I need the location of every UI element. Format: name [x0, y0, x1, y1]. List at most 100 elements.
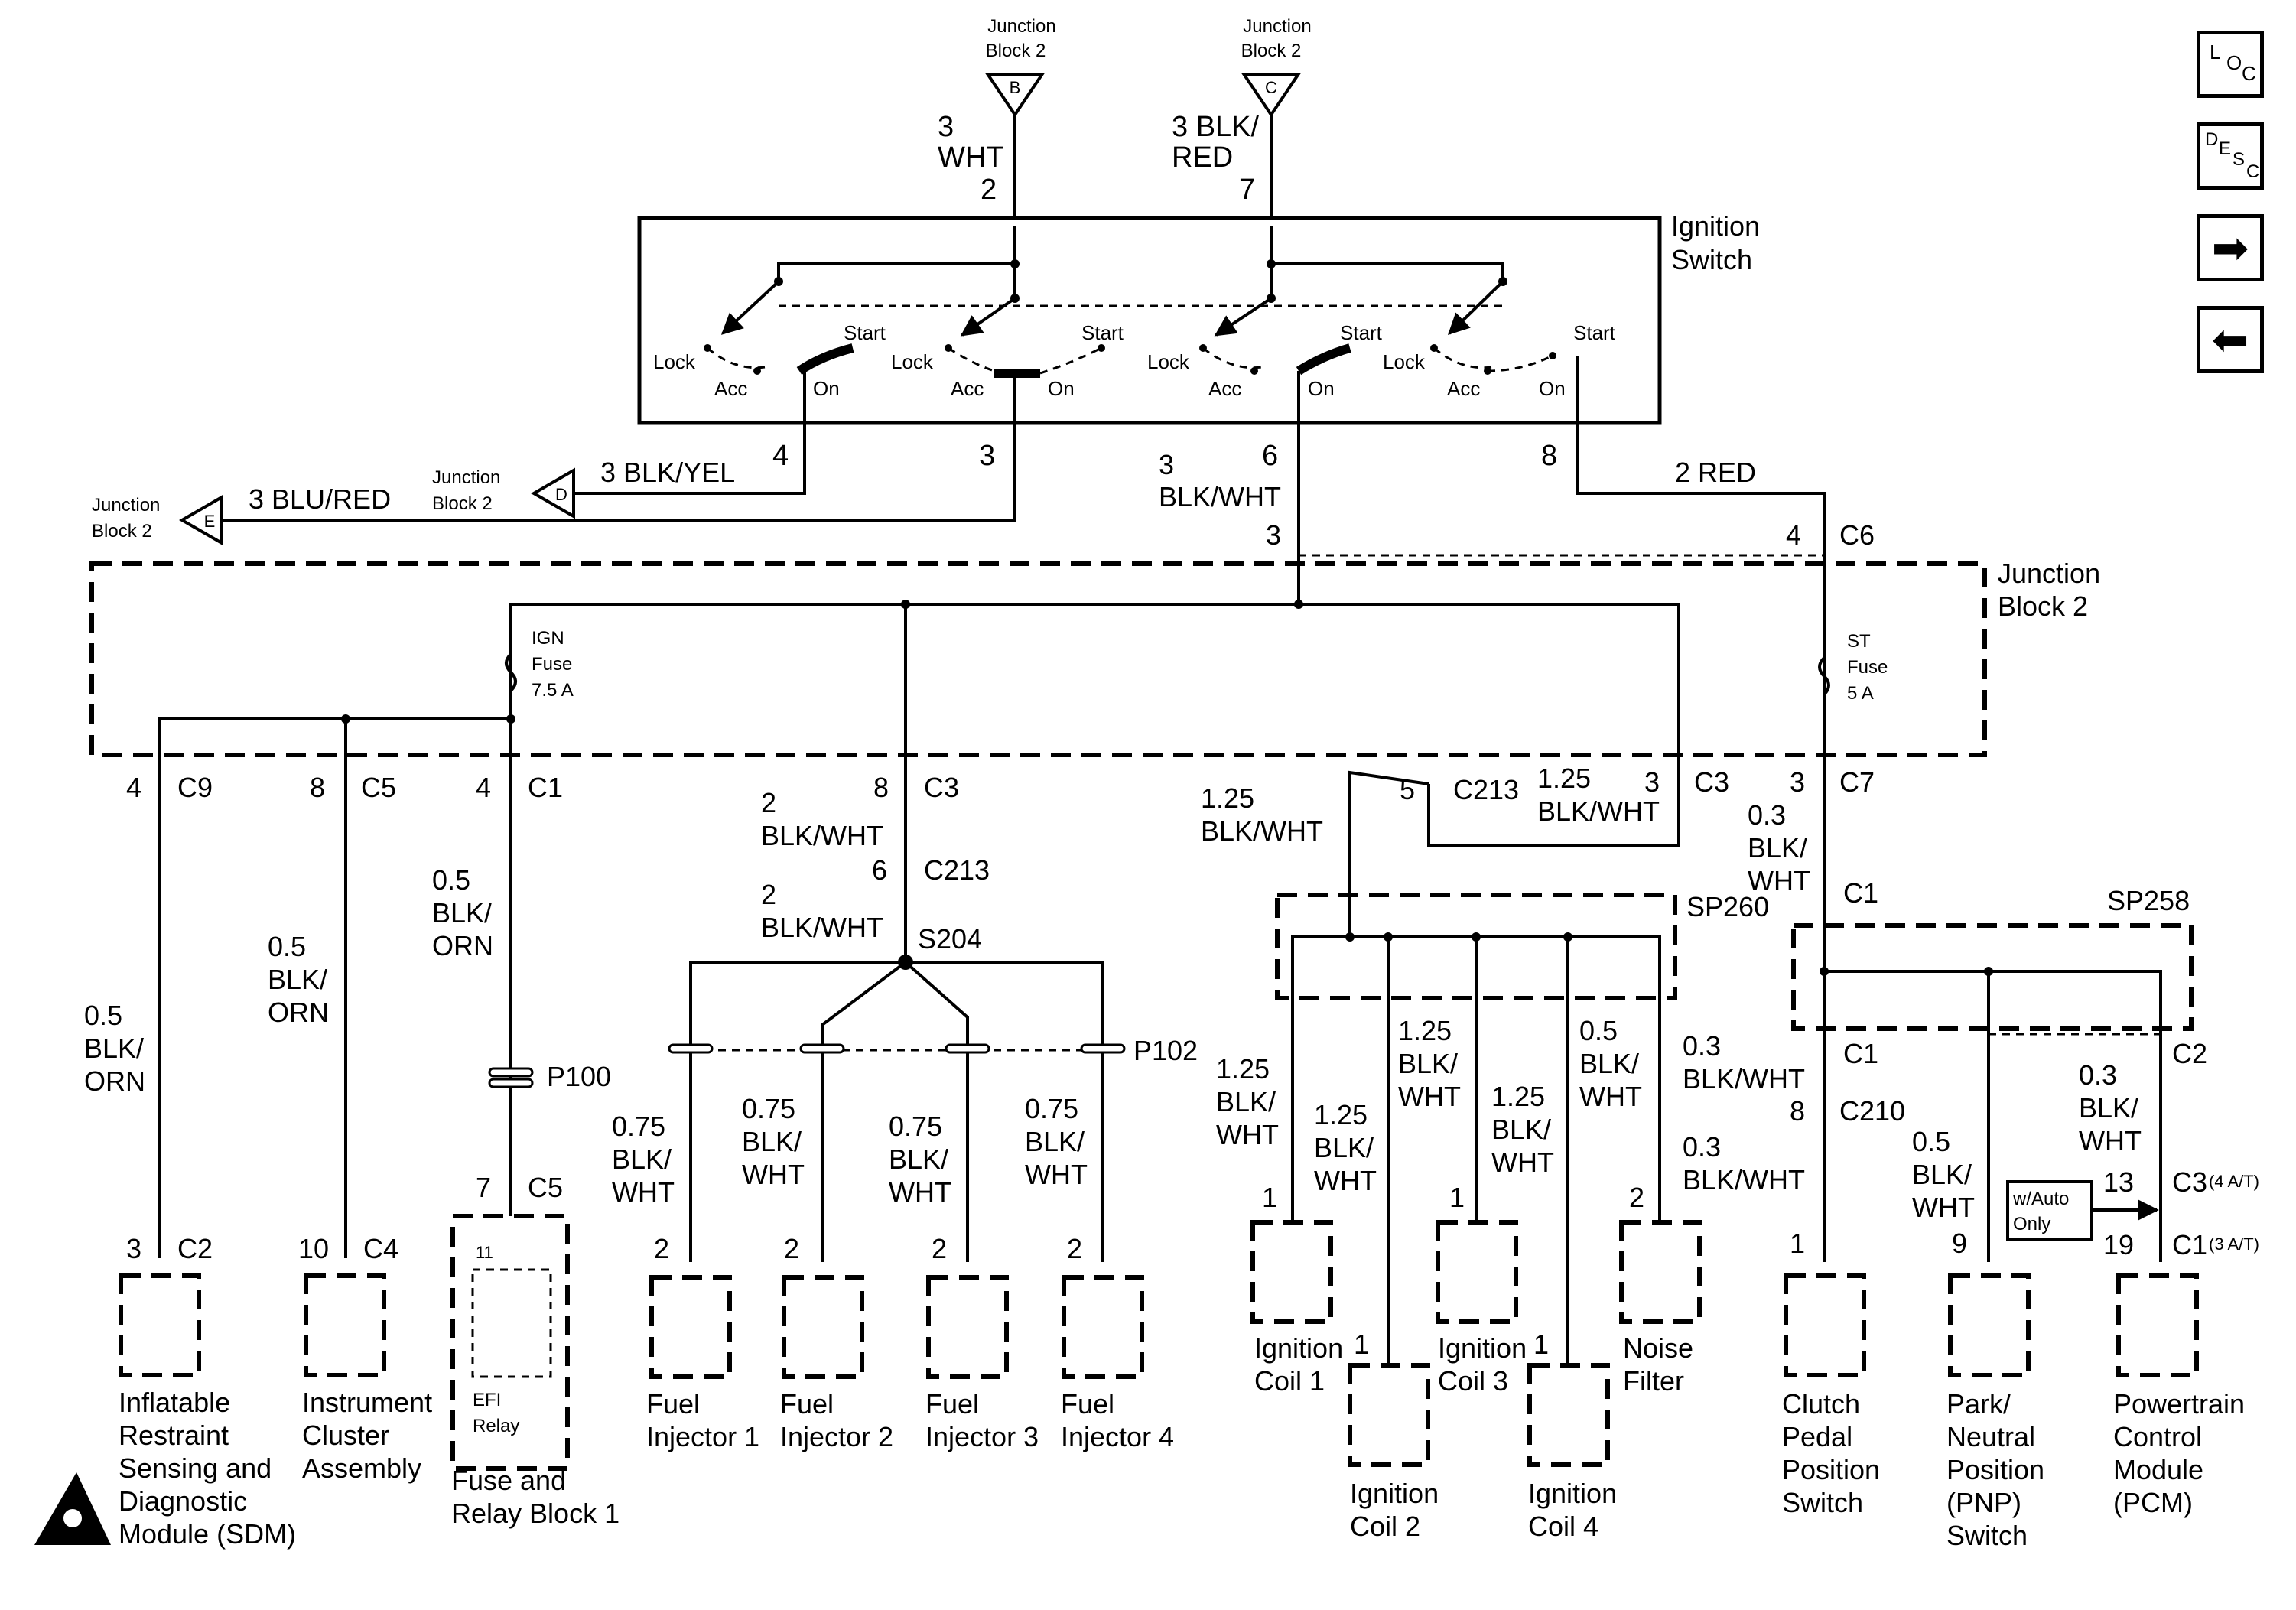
arrow-left-icon: ⬅ [2211, 315, 2249, 365]
label-labels-pin_1: 1 [1790, 1228, 1805, 1259]
label-components-coil1-0: Ignition [1254, 1332, 1343, 1364]
junction-conn-c: Junction Block 2 C [1241, 16, 1312, 118]
label-labels-pin_4: 4 [126, 772, 141, 803]
ignition-coil-3 [1436, 1220, 1518, 1324]
label-components-inj3-0: Fuel [925, 1388, 979, 1420]
label-labels-red_2: 2 RED [1675, 457, 1756, 488]
label-labels-pin_19: 19 [2103, 1229, 2134, 1260]
label-components-sdm-1: Restraint [119, 1420, 229, 1451]
label-labels-blk_: BLK/ [1398, 1048, 1458, 1079]
next-page-button[interactable]: ➡ [2197, 214, 2264, 281]
label-labels-blk_wht: BLK/WHT [1683, 1063, 1805, 1094]
description-button[interactable]: D E S C [2197, 122, 2264, 190]
label-labels-orn: ORN [432, 930, 493, 961]
label-labels-blk_wht: BLK/WHT [1201, 815, 1323, 847]
label-labels-orn: ORN [84, 1065, 145, 1097]
label-labels-st_fuse_2: Fuse [1847, 657, 1888, 678]
label-labels-blk_wht: BLK/WHT [761, 912, 883, 943]
splice-pack-sp260 [1275, 893, 1677, 1000]
label-labels-c210: C210 [1839, 1095, 1905, 1127]
label-labels-jb2b: Block 2 [1241, 41, 1302, 61]
label-labels-w2: 2 [761, 879, 776, 910]
label-labels-blk_: BLK/ [1314, 1132, 1374, 1163]
label-labels-pin_2: 2 [981, 174, 997, 206]
label-labels-jb2_title_1: Junction [1998, 558, 2100, 589]
loc-letter-l: L [2210, 41, 2221, 63]
label-labels-wht2: WHT [1398, 1081, 1461, 1112]
label-components-inj2-1: Injector 2 [780, 1421, 893, 1452]
label-labels-w03: 0.3 [1683, 1030, 1721, 1062]
label-labels-blk_: BLK/ [2079, 1092, 2138, 1124]
arrow-right-icon: ➡ [2211, 223, 2249, 273]
label-components-inj4-1: Injector 4 [1061, 1421, 1174, 1452]
label-labels-jb2: Junction [987, 16, 1055, 37]
label-labels-w075: 0.75 [742, 1093, 795, 1124]
ignition-coil-1 [1250, 1220, 1333, 1324]
label-labels-start: Start [1340, 321, 1383, 344]
label-labels-blk_: BLK/ [1912, 1159, 1972, 1190]
label-components-coil2-0: Ignition [1350, 1478, 1439, 1509]
label-components-pnp-2: Position [1946, 1454, 2044, 1485]
label-components-clutch-0: Clutch [1782, 1388, 1860, 1420]
pnp-switch [1948, 1273, 2031, 1377]
label-labels-blk_red_2: RED [1172, 141, 1233, 174]
label-labels-w_auto_1: w/Auto [2012, 1189, 2069, 1209]
label-labels-ign_switch_1: Ignition [1671, 210, 1760, 242]
label-labels-on: On [1048, 377, 1075, 400]
label-labels-pin_7: 7 [476, 1172, 491, 1203]
label-labels-pin_1: 1 [1262, 1182, 1277, 1213]
label-labels-c9: C9 [177, 772, 213, 803]
label-labels-c3_4at_sub: (4 A/T) [2209, 1172, 2259, 1191]
label-labels-on: On [1539, 377, 1566, 400]
efi-relay [471, 1268, 552, 1378]
label-labels-pin_4: 4 [1786, 519, 1801, 551]
label-components-inj2-0: Fuel [780, 1388, 834, 1420]
label-labels-pin_4: 4 [772, 440, 789, 472]
label-labels-c3: C3 [924, 772, 959, 803]
label-labels-pin_10: 10 [298, 1233, 329, 1264]
label-labels-acc: Acc [1208, 377, 1241, 400]
label-components-pcm-0: Powertrain [2113, 1388, 2245, 1420]
label-labels-w125: 1.25 [1314, 1099, 1368, 1130]
previous-page-button[interactable]: ⬅ [2197, 306, 2264, 373]
label-components-pnp-4: Switch [1946, 1520, 2028, 1551]
label-labels-w125: 1.25 [1491, 1081, 1545, 1112]
pcm-module [2116, 1273, 2199, 1377]
label-labels-pin_9: 9 [1952, 1228, 1967, 1259]
label-labels-wht2: WHT [2079, 1125, 2142, 1156]
desc-letter-e: E [2219, 138, 2232, 159]
label-components-inj4-0: Fuel [1061, 1388, 1114, 1420]
label-labels-jb2b: Block 2 [986, 41, 1046, 61]
label-labels-p100: P100 [547, 1061, 611, 1092]
label-labels-c5: C5 [528, 1172, 563, 1203]
label-components-coil4-0: Ignition [1528, 1478, 1617, 1509]
label-components-inj3-1: Injector 3 [925, 1421, 1039, 1452]
fuel-injector-4 [1062, 1275, 1144, 1379]
label-labels-c3: C3 [1694, 766, 1729, 798]
label-labels-wht2: WHT [1491, 1147, 1554, 1178]
label-labels-c7: C7 [1839, 766, 1875, 798]
label-labels-wht: WHT [938, 141, 1004, 174]
ignition-coil-2 [1348, 1363, 1430, 1467]
label-components-clutch-1: Pedal [1782, 1421, 1852, 1452]
splice-pack-sp258 [1791, 923, 2194, 1031]
label-labels-c5: C5 [361, 772, 396, 803]
label-labels-lock: Lock [1383, 350, 1426, 373]
label-labels-orn: ORN [268, 997, 329, 1028]
desc-letter-s: S [2233, 149, 2246, 170]
label-labels-w075: 0.75 [1025, 1093, 1078, 1124]
label-components-inj1-0: Fuel [646, 1388, 700, 1420]
label-labels-wht2: WHT [1912, 1192, 1975, 1223]
label-labels-pin_4: 4 [476, 772, 491, 803]
label-components-fuse_relay-0: Fuse and [451, 1465, 566, 1496]
label-components-pcm-3: (PCM) [2113, 1487, 2193, 1518]
label-components-cluster-2: Assembly [302, 1452, 421, 1484]
label-components-clutch-3: Switch [1782, 1487, 1863, 1518]
label-labels-lock: Lock [653, 350, 696, 373]
label-labels-efi_2: Relay [473, 1416, 519, 1436]
location-button[interactable]: L O C [2197, 31, 2264, 98]
label-components-sdm-3: Diagnostic [119, 1485, 247, 1517]
label-labels-blk_: BLK/ [1025, 1126, 1085, 1157]
clutch-pedal-switch [1784, 1273, 1866, 1377]
